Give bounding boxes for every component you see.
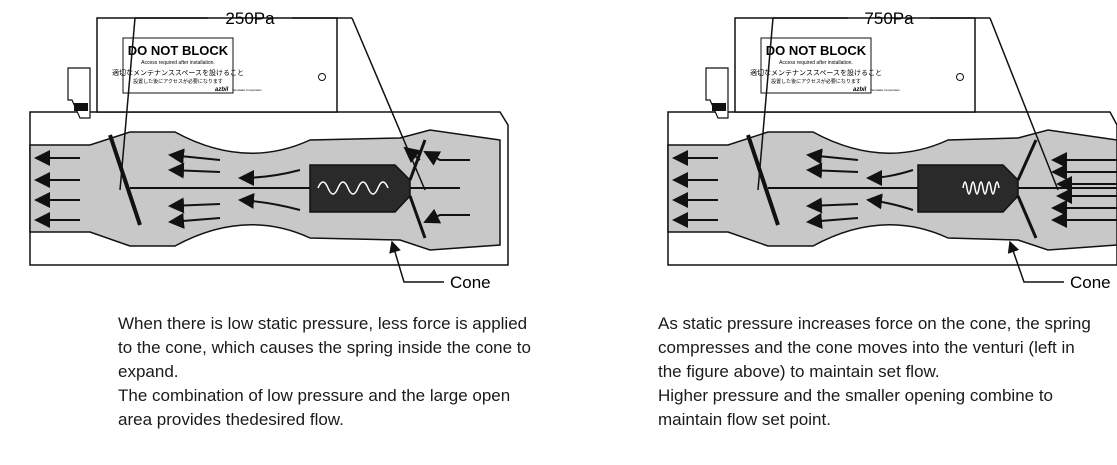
sign-line-3: 設置した後にアクセスが必要になります [133, 78, 223, 85]
sign-brand: azbil [853, 87, 867, 93]
sign-line-1: Access required after installation. [779, 60, 853, 66]
sign-title: DO NOT BLOCK [128, 43, 229, 58]
damper-blade [108, 134, 142, 226]
flow-arrows-internal [806, 148, 914, 229]
cone-body [309, 164, 411, 213]
flow-arrows-in [1051, 152, 1117, 228]
caption-paragraph-2: The combination of low pressure and the … [118, 386, 511, 429]
venturi-valve-diagram-low: DO NOT BLOCK Access required after insta… [29, 9, 509, 292]
valve-housing [667, 111, 1117, 266]
pressure-label: 250Pa [225, 9, 275, 28]
spring-expanded [317, 181, 389, 195]
sign-brand-sub: Yamatake Corporation [870, 88, 900, 92]
venturi-valve-diagram-high: DO NOT BLOCK Access required after insta… [667, 9, 1117, 292]
flow-arrows-internal [168, 146, 421, 229]
caption-paragraph-1: When there is low static pressure, less … [118, 314, 531, 381]
sign-line-3: 設置した後にアクセスが必要になります [771, 78, 861, 85]
valve-housing [29, 111, 509, 266]
sign-line-1: Access required after installation. [141, 60, 215, 66]
sign-brand-sub: Yamatake Corporation [232, 88, 262, 92]
duct-interior [29, 129, 501, 251]
pressure-label: 750Pa [864, 9, 914, 28]
cone-body [917, 164, 1019, 213]
low-pressure-panel: DO NOT BLOCK Access required after insta… [0, 0, 558, 465]
high-pressure-panel: DO NOT BLOCK Access required after insta… [558, 0, 1117, 465]
cone-label: Cone [1070, 273, 1111, 292]
sign-line-2: 適切なメンテナンススペースを設けること [750, 68, 882, 77]
caption-paragraph-1: As static pressure increases force on th… [658, 314, 1091, 381]
sign-line-2: 適切なメンテナンススペースを設けること [112, 68, 244, 77]
flow-arrows-in [423, 151, 470, 224]
flow-arrows-out [34, 150, 80, 228]
sign-title: DO NOT BLOCK [766, 43, 867, 58]
duct-interior [667, 129, 1117, 251]
caption-paragraph-2: Higher pressure and the smaller opening … [658, 386, 1054, 429]
damper-blade [746, 134, 780, 226]
sign-brand: azbil [215, 87, 229, 93]
caption-high-pressure: As static pressure increases force on th… [658, 312, 1098, 432]
cone-label: Cone [450, 273, 491, 292]
spring-compressed [962, 181, 1000, 195]
caption-low-pressure: When there is low static pressure, less … [118, 312, 538, 432]
flow-arrows-out [672, 150, 718, 228]
